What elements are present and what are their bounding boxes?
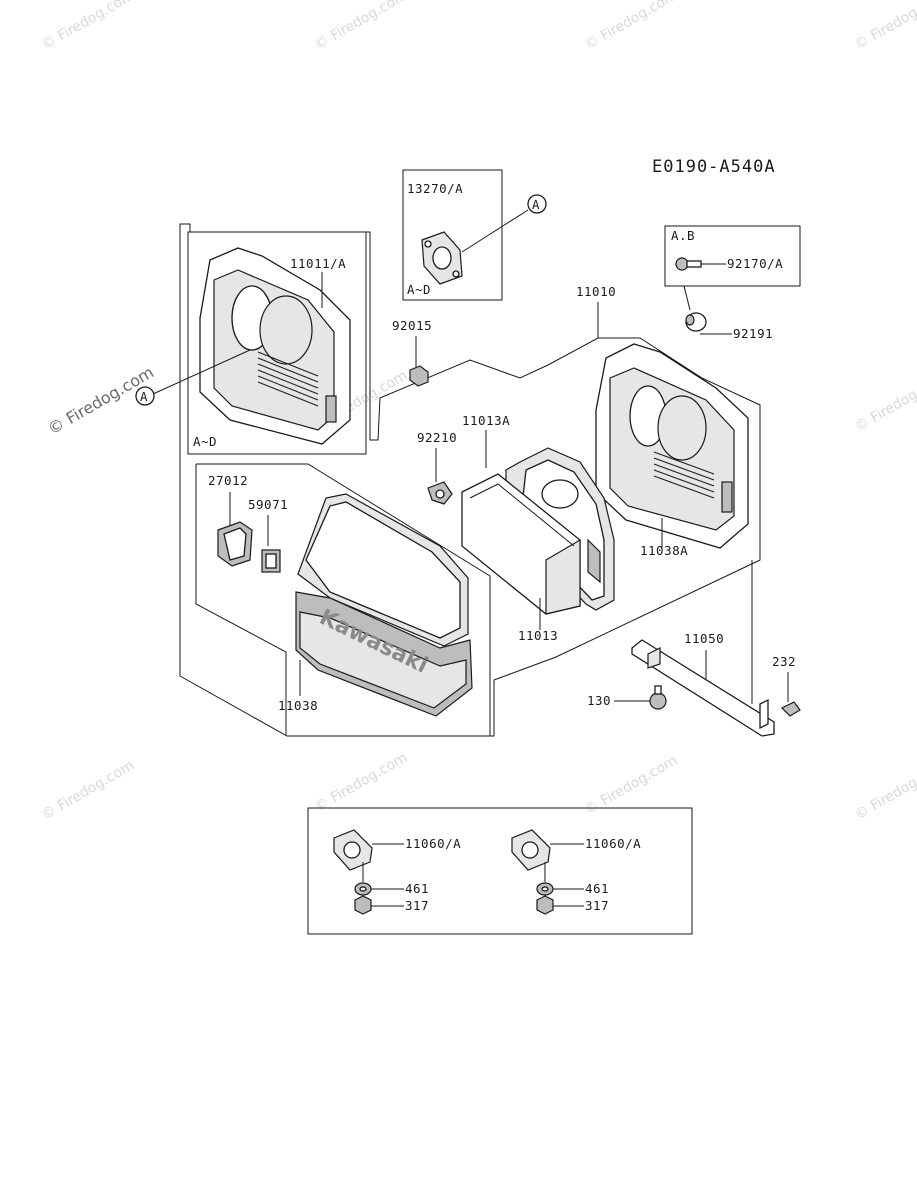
watermark-text: © Firedog.com <box>582 753 680 819</box>
part-label-11038A: 11038A <box>640 543 688 558</box>
part-label-317-left: 317 <box>405 898 429 913</box>
callout-a-top <box>527 194 547 214</box>
part-label-92015: 92015 <box>392 318 432 333</box>
part-label-11010: 11010 <box>576 284 616 299</box>
part-label-11050: 11050 <box>684 631 724 646</box>
nut-92015 <box>409 365 429 387</box>
gasket-11060A-left <box>333 829 373 871</box>
collar-92191 <box>685 312 707 332</box>
callout-a-left-text: A <box>140 389 148 404</box>
callout-a-left <box>135 386 155 406</box>
clip-27012 <box>217 521 253 567</box>
part-label-11060A-right: 11060/A <box>585 836 641 851</box>
watermark-text: © Firedog.com <box>312 0 410 53</box>
bracket-11050 <box>631 639 775 737</box>
callout-a-top-text: A <box>532 197 540 212</box>
bolt-130 <box>649 685 667 710</box>
part-label-92170A: 92170/A <box>727 256 783 271</box>
part-label-13270A: 13270/A <box>407 181 463 196</box>
gasket-box-range-label: A~D <box>407 282 431 297</box>
bolt-92170A <box>675 257 702 271</box>
part-label-11011A: 11011/A <box>290 256 346 271</box>
part-label-59071: 59071 <box>248 497 288 512</box>
part-label-92191: 92191 <box>733 326 773 341</box>
watermark-text: © Firedog.com <box>852 370 917 436</box>
watermark-text: © Firedog.com <box>852 758 917 824</box>
washer-461-left <box>354 882 372 896</box>
part-label-11060A-left: 11060/A <box>405 836 461 851</box>
cover-detail-outline <box>195 463 491 736</box>
nut-317-left <box>354 895 372 915</box>
part-label-461-left: 461 <box>405 881 429 896</box>
part-label-11013A: 11013A <box>462 413 510 428</box>
bolt-detail-box <box>664 225 801 287</box>
left-detail-box <box>187 231 367 455</box>
watermark-layer: © Firedog.com © Firedog.com © Firedog.co… <box>39 0 917 823</box>
part-label-92210: 92210 <box>417 430 457 445</box>
latch-59071 <box>261 549 281 573</box>
gasket-13270A <box>421 231 463 285</box>
gasket-detail-box <box>402 169 503 301</box>
part-label-11038: 11038 <box>278 698 318 713</box>
part-label-27012: 27012 <box>208 473 248 488</box>
air-cleaner-cover-11038: Kawasaki <box>295 493 473 717</box>
watermark-text: © Firedog.com <box>852 0 917 53</box>
part-label-130: 130 <box>587 693 611 708</box>
leader-callout-left <box>152 349 251 395</box>
washer-461-right <box>536 882 554 896</box>
part-label-317-right: 317 <box>585 898 609 913</box>
screw-232 <box>780 701 801 717</box>
left-box-range-label: A~D <box>193 434 217 449</box>
paper-element-11013 <box>461 473 581 615</box>
watermark-text: © Firedog.com <box>39 0 137 53</box>
air-cleaner-base-right <box>595 343 749 549</box>
leader-bolt-down <box>683 285 691 311</box>
nut-317-right <box>536 895 554 915</box>
wing-nut-92210 <box>427 481 453 505</box>
watermark-text: © Firedog.com <box>312 750 410 816</box>
watermark-text: © Firedog.com <box>582 0 680 53</box>
watermark-text: © Firedog.com <box>39 758 137 824</box>
bottom-detail-box <box>307 807 693 935</box>
part-label-461-right: 461 <box>585 881 609 896</box>
air-cleaner-base-left <box>199 247 351 445</box>
gasket-11060A-right <box>511 829 551 871</box>
part-label-232: 232 <box>772 654 796 669</box>
diagram-code: E0190-A540A <box>652 157 776 177</box>
part-label-11013: 11013 <box>518 628 558 643</box>
bolt-box-range-label: A.B <box>671 228 695 243</box>
leader-callout-top <box>461 209 529 253</box>
